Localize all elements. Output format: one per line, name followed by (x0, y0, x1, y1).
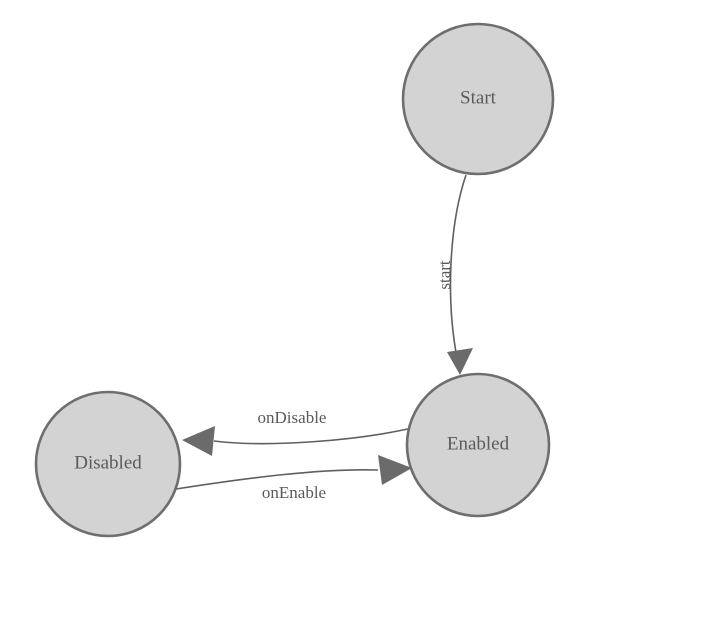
edge-start-to-enabled[interactable]: start (435, 174, 473, 375)
edge-disabled-to-enabled-arrowhead (378, 455, 412, 485)
state-node-disabled-circle (34, 390, 182, 538)
edge-enabled-to-disabled-path (213, 427, 413, 445)
edge-enabled-to-disabled-arrowhead (182, 426, 215, 456)
state-node-disabled[interactable]: Disabled (34, 390, 182, 538)
state-node-start[interactable]: Start (401, 22, 555, 176)
state-node-start-circle (401, 22, 555, 176)
edge-enabled-to-disabled[interactable]: onDisable (182, 408, 413, 456)
edge-label-onenable: onEnable (262, 483, 326, 502)
edge-start-to-enabled-path (449, 174, 467, 359)
state-node-disabled-label: Disabled (74, 452, 142, 473)
edge-disabled-to-enabled[interactable]: onEnable (175, 455, 412, 502)
state-node-start-label: Start (460, 87, 497, 108)
state-node-enabled-circle (405, 372, 551, 518)
edge-disabled-to-enabled-path (175, 468, 379, 490)
edge-label-start: start (435, 260, 454, 290)
state-node-enabled-label: Enabled (447, 433, 510, 454)
edge-start-to-enabled-arrowhead (447, 348, 473, 375)
state-node-enabled[interactable]: Enabled (405, 372, 551, 518)
edge-label-ondisable: onDisable (258, 408, 327, 427)
